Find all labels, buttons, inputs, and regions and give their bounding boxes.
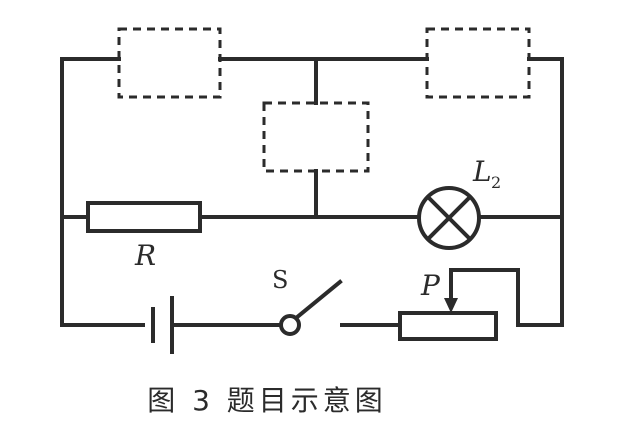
resistor-label: R [134, 239, 156, 272]
figure-caption: 图 3 题目示意图 [147, 384, 387, 417]
top-left-wire [60, 57, 145, 327]
lamp-label: L [472, 155, 492, 188]
dashed-box-top-right [425, 27, 531, 99]
switch-label: S [272, 266, 288, 294]
top-right-wire [449, 57, 564, 327]
slider-label: P [420, 269, 441, 302]
switch-s-pivot [279, 314, 301, 336]
lamp-l2 [417, 186, 481, 250]
lamp-label-subscript: 2 [491, 173, 501, 192]
dashed-box-top-left [117, 27, 222, 99]
switch-s-blade [293, 279, 343, 321]
resistor-r [86, 201, 202, 233]
rheostat [398, 311, 498, 341]
dashed-box-middle [262, 101, 370, 173]
slider-p-arrowhead [444, 298, 458, 313]
